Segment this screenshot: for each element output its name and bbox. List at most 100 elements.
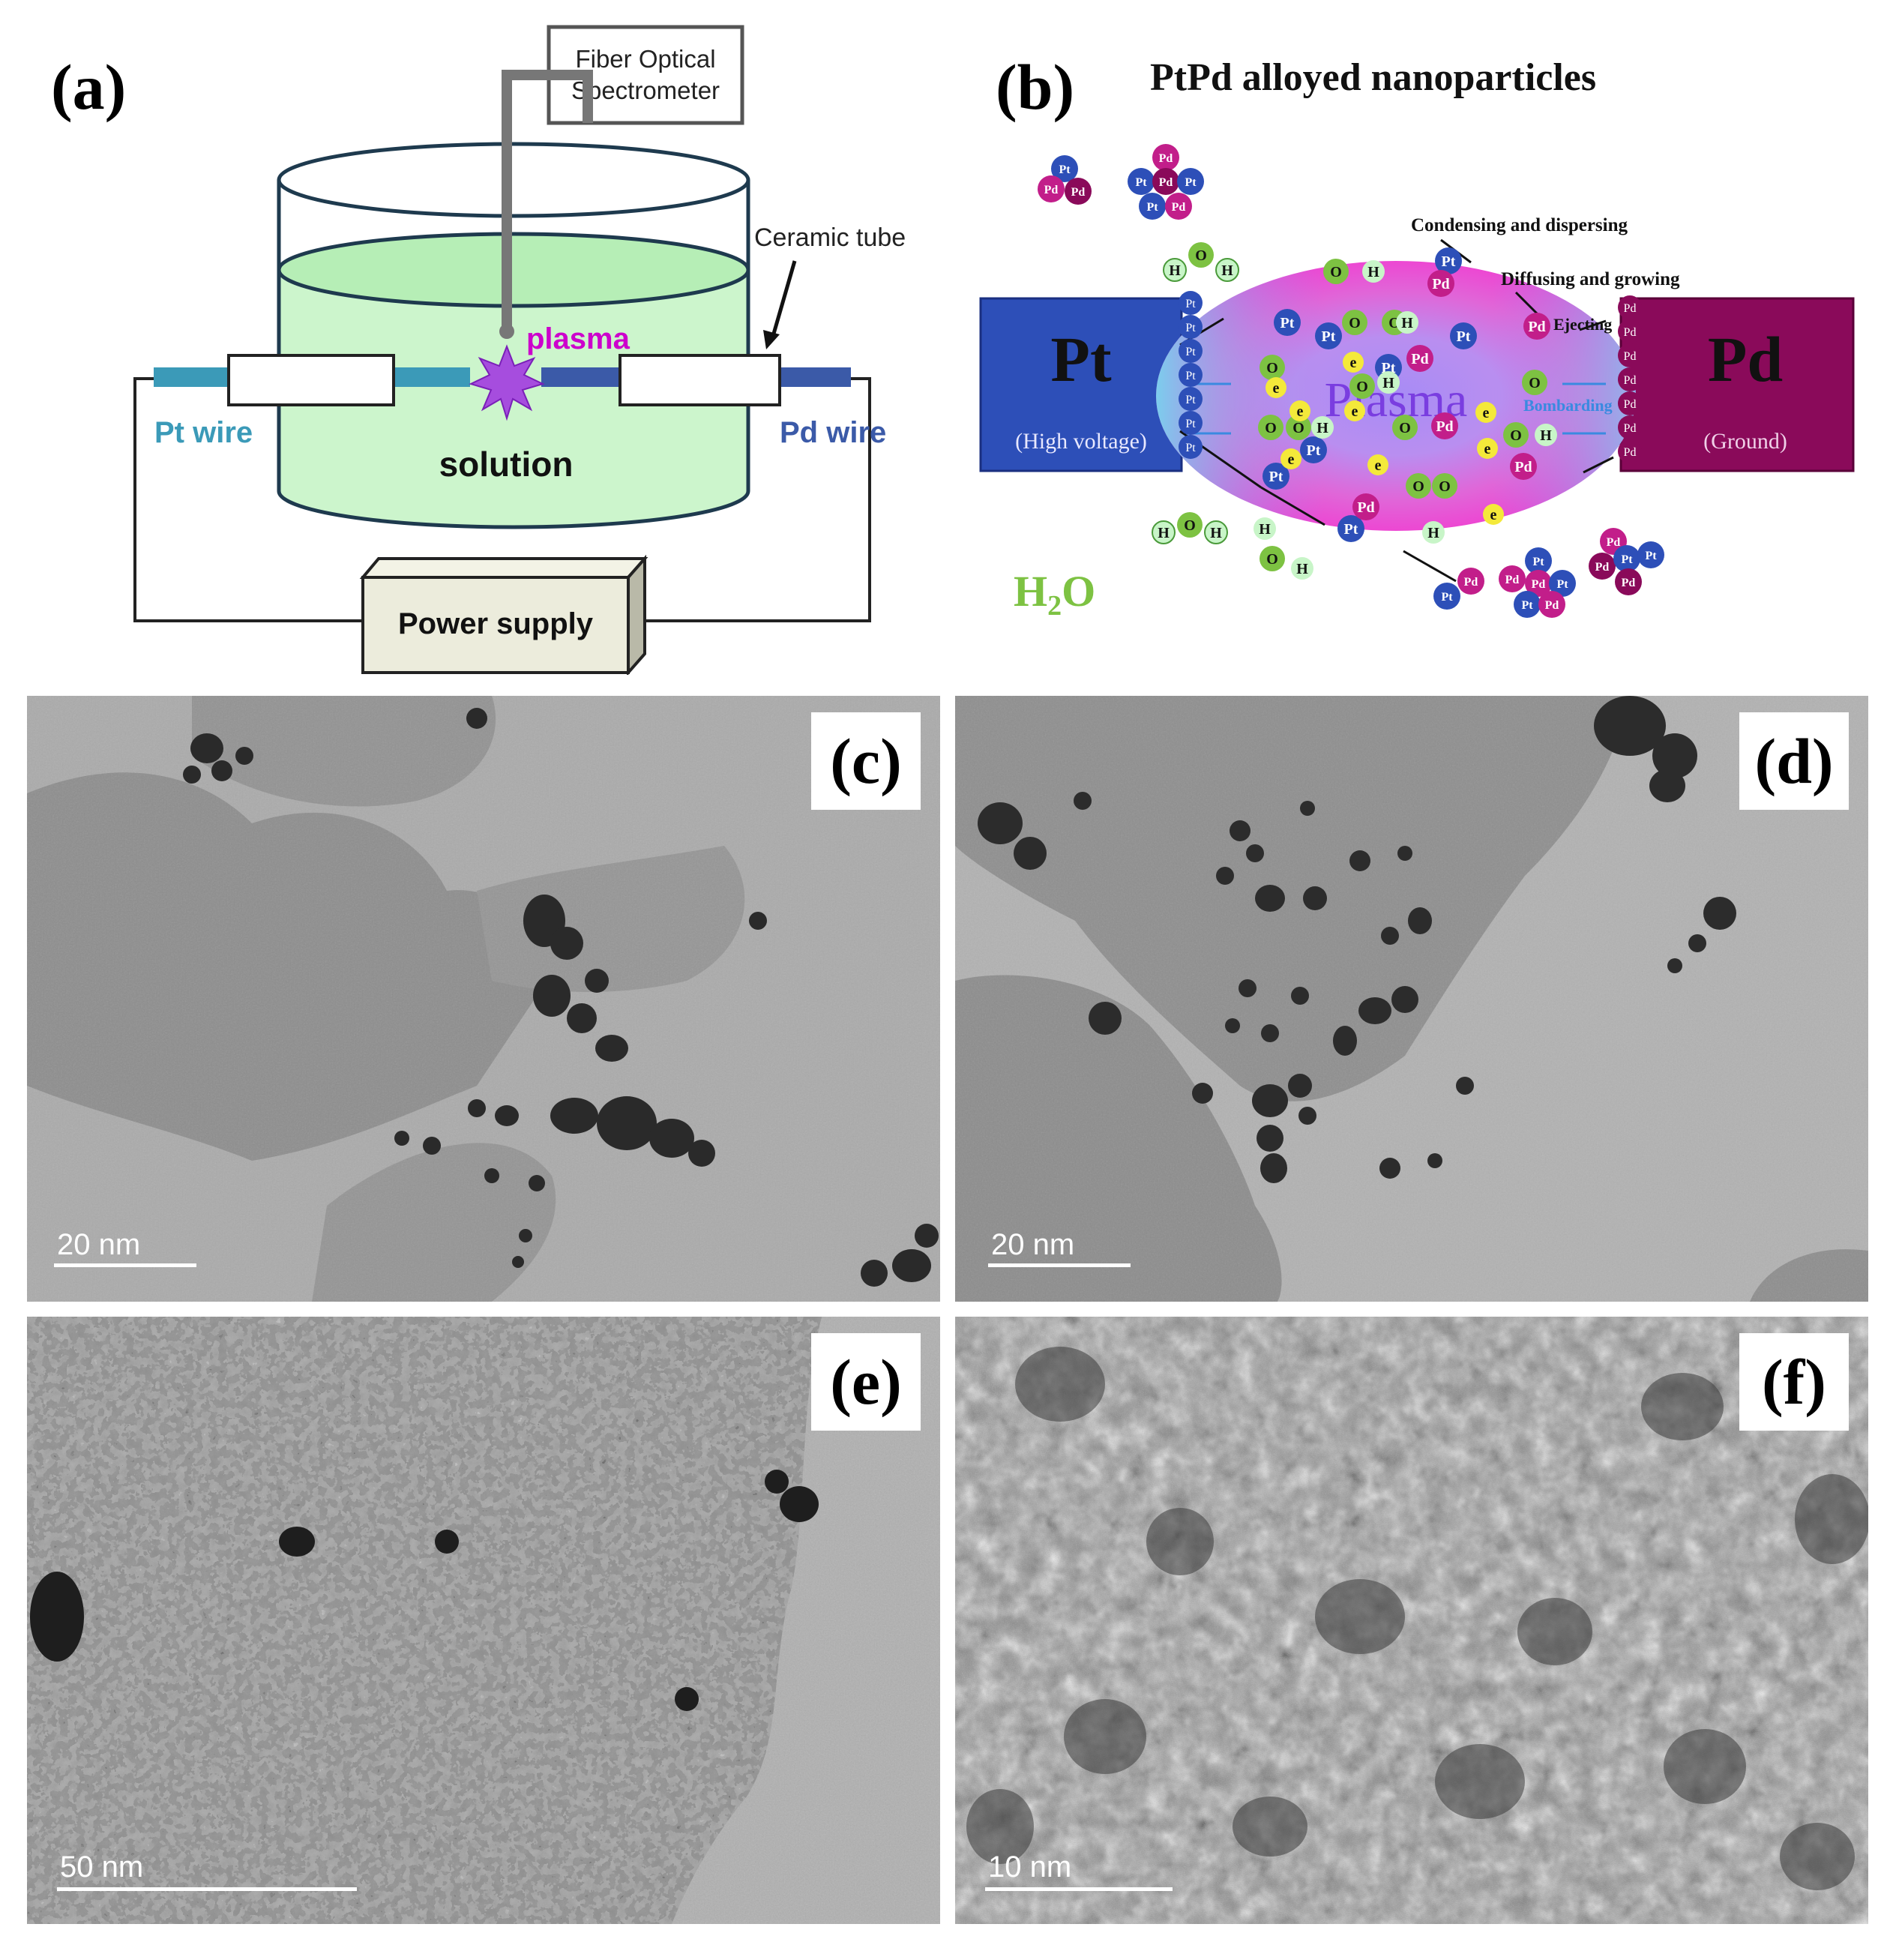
svg-text:e: e xyxy=(1490,507,1497,523)
pt-electrode xyxy=(979,297,1183,472)
svg-text:Pt: Pt xyxy=(1135,176,1147,189)
setup-schematic: (a) Fiber Optical Spectrometer plasma xyxy=(51,25,906,675)
svg-text:O: O xyxy=(1412,478,1424,495)
svg-text:O: O xyxy=(1510,427,1522,444)
plasma-label: plasma xyxy=(526,322,631,355)
power-supply-side xyxy=(627,554,646,675)
svg-text:e: e xyxy=(1288,451,1295,468)
solution-surface xyxy=(277,232,750,308)
pt-atom-column: Pt Pt Pt Pt Pt Pt Pt xyxy=(1179,291,1203,459)
svg-text:Pd: Pd xyxy=(1357,499,1374,516)
svg-text:Pd: Pd xyxy=(1172,201,1186,214)
diffusing-label: Diffusing and growing xyxy=(1501,269,1680,289)
svg-text:Pt: Pt xyxy=(1185,370,1196,382)
svg-text:Pt: Pt xyxy=(1185,418,1196,430)
ceramic-tube-label: Ceramic tube xyxy=(754,223,906,252)
svg-text:O: O xyxy=(1399,420,1411,436)
power-supply-top xyxy=(359,557,648,579)
pd-wire-label: Pd wire xyxy=(780,416,886,449)
pt-electrode-sub: (High voltage) xyxy=(1015,429,1147,454)
svg-text:Pd: Pd xyxy=(1622,577,1636,589)
svg-text:H: H xyxy=(1158,525,1170,541)
svg-text:Pd: Pd xyxy=(1532,578,1546,591)
panel-e-tem-image: (e) 50 nm xyxy=(27,1317,940,1924)
svg-text:Pt: Pt xyxy=(1442,253,1456,270)
svg-text:e: e xyxy=(1375,457,1382,474)
pd-wire-rod-inner xyxy=(541,367,620,387)
ejecting-label: Ejecting xyxy=(1553,315,1612,334)
svg-text:Pd: Pd xyxy=(1432,276,1449,292)
svg-text:H: H xyxy=(1259,521,1271,538)
svg-text:O: O xyxy=(1356,379,1368,395)
panel-e-label: (e) xyxy=(811,1333,921,1431)
ceramic-tube-arrowhead xyxy=(763,330,780,349)
svg-text:Pd: Pd xyxy=(1624,350,1637,363)
svg-text:Pt: Pt xyxy=(1457,328,1471,345)
ceramic-tube-right xyxy=(619,354,781,406)
ceramic-tube-arrow xyxy=(770,260,797,340)
svg-text:O: O xyxy=(1195,247,1207,264)
svg-text:Pd: Pd xyxy=(1159,152,1173,165)
svg-text:Pd: Pd xyxy=(1464,576,1478,589)
panel-e-scale-label: 50 nm xyxy=(60,1851,144,1884)
svg-text:Pd: Pd xyxy=(1624,422,1637,435)
tem-micrograph-d xyxy=(955,696,1868,1302)
plasma-spark-icon xyxy=(469,344,545,421)
panel-f-scale-label: 10 nm xyxy=(988,1851,1072,1884)
nanoparticle-dots-f xyxy=(966,1347,1868,1890)
beaker-rim xyxy=(277,142,750,218)
svg-text:Pd: Pd xyxy=(1044,184,1059,196)
pt-wire-rod-outer xyxy=(154,367,229,387)
panel-d-scale-bar xyxy=(988,1263,1131,1267)
svg-text:Pd: Pd xyxy=(1607,536,1621,549)
panel-c-tem-image: (c) 20 nm xyxy=(27,696,940,1302)
svg-text:Pt: Pt xyxy=(1521,599,1533,612)
panel-f-tem-image: (f) 10 nm xyxy=(955,1317,1868,1924)
pd-atom-column: Pd Pd Pd Pd Pd Pd Pd xyxy=(1618,295,1642,463)
svg-text:Pd: Pd xyxy=(1071,186,1086,199)
nanoparticle-clusters: Pt Pd Pd Pd Pt Pd Pt Pt Pd Pd Pt Pd Pt P… xyxy=(1038,144,1664,618)
nanoparticle-dots-e xyxy=(30,1470,819,1711)
panel-d-scale-label: 20 nm xyxy=(991,1228,1075,1261)
svg-text:e: e xyxy=(1273,380,1280,397)
svg-text:Pt: Pt xyxy=(1185,298,1196,310)
svg-text:Pd: Pd xyxy=(1624,446,1637,459)
panel-f-scale-bar xyxy=(985,1887,1173,1891)
optical-fiber xyxy=(502,70,593,331)
svg-text:H: H xyxy=(1316,420,1328,436)
circuit-wire-left xyxy=(133,377,363,622)
svg-text:Pt: Pt xyxy=(1185,442,1196,454)
process-arrows xyxy=(1179,238,1614,583)
svg-text:H: H xyxy=(1210,525,1222,541)
solution-label: solution xyxy=(439,445,574,484)
svg-text:Pd: Pd xyxy=(1159,176,1173,189)
svg-text:O: O xyxy=(1184,517,1196,534)
svg-text:Pt: Pt xyxy=(1532,556,1544,568)
svg-text:e: e xyxy=(1297,403,1304,420)
svg-text:Pd: Pd xyxy=(1624,374,1637,387)
svg-text:Pd: Pd xyxy=(1624,302,1637,315)
svg-text:e: e xyxy=(1483,405,1490,421)
svg-text:Pd: Pd xyxy=(1436,418,1453,435)
svg-text:H: H xyxy=(1367,264,1379,280)
svg-text:H: H xyxy=(1540,427,1552,444)
circuit-wire-right xyxy=(628,377,871,622)
nanoparticle-dots-d xyxy=(978,696,1736,1183)
panel-e-scale-bar xyxy=(57,1887,357,1891)
svg-text:H: H xyxy=(1401,315,1413,331)
pt-wire-rod-inner xyxy=(394,367,470,387)
spectrometer-label-2: Spectrometer xyxy=(571,76,720,104)
pt-electrode-label: Pt xyxy=(1050,323,1112,395)
svg-text:Pd: Pd xyxy=(1514,459,1532,475)
svg-text:Pd: Pd xyxy=(1411,351,1428,367)
svg-text:Pt: Pt xyxy=(1621,553,1633,566)
svg-text:Pt: Pt xyxy=(1146,201,1158,214)
panel-f-label: (f) xyxy=(1739,1333,1849,1431)
tem-micrograph-c xyxy=(27,696,940,1302)
svg-text:Pt: Pt xyxy=(1307,442,1321,459)
svg-text:O: O xyxy=(1529,375,1541,391)
pd-electrode-label: Pd xyxy=(1708,323,1783,395)
panel-c-scale-bar xyxy=(54,1263,196,1267)
svg-text:H: H xyxy=(1382,375,1394,391)
svg-text:Pd: Pd xyxy=(1624,398,1637,411)
